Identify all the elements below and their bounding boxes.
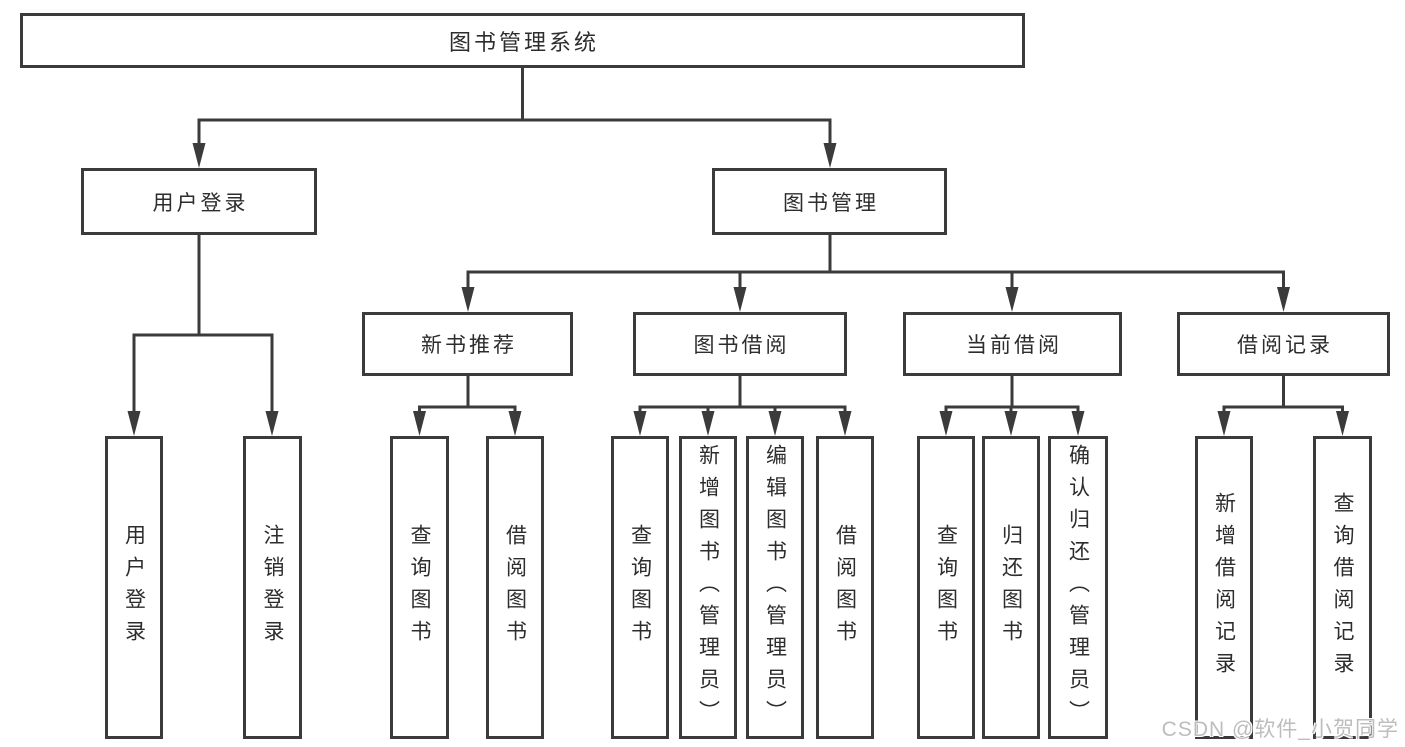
node-library-management-system: 图书管理系统 bbox=[20, 13, 1025, 68]
node-current-borrowing: 当前借阅 bbox=[903, 312, 1122, 376]
node-book-management: 图书管理 bbox=[712, 168, 947, 235]
node-new-book-recommendation: 新书推荐 bbox=[362, 312, 573, 376]
node-borrow-books: 借阅图书 bbox=[486, 436, 544, 739]
node-query-books: 查询图书 bbox=[611, 436, 669, 739]
node-user-login: 用户登录 bbox=[81, 168, 317, 235]
node-borrow-books: 借阅图书 bbox=[816, 436, 874, 739]
node-confirm-return-admin: 确认归还（管理员） bbox=[1048, 436, 1108, 739]
node-query-books: 查询图书 bbox=[390, 436, 449, 739]
node-query-borrow-record: 查询借阅记录 bbox=[1313, 436, 1372, 739]
node-add-borrow-record: 新增借阅记录 bbox=[1195, 436, 1253, 739]
node-borrowing-records: 借阅记录 bbox=[1177, 312, 1390, 376]
node-logout: 注销登录 bbox=[243, 436, 302, 739]
node-return-books: 归还图书 bbox=[982, 436, 1040, 739]
node-add-book-admin: 新增图书（管理员） bbox=[679, 436, 737, 739]
node-book-borrowing: 图书借阅 bbox=[633, 312, 847, 376]
node-query-books: 查询图书 bbox=[917, 436, 975, 739]
node-user-login-action: 用户登录 bbox=[105, 436, 163, 739]
watermark-csdn: CSDN @软件_小贺同学 bbox=[1161, 718, 1399, 741]
node-edit-book-admin: 编辑图书（管理员） bbox=[746, 436, 804, 739]
